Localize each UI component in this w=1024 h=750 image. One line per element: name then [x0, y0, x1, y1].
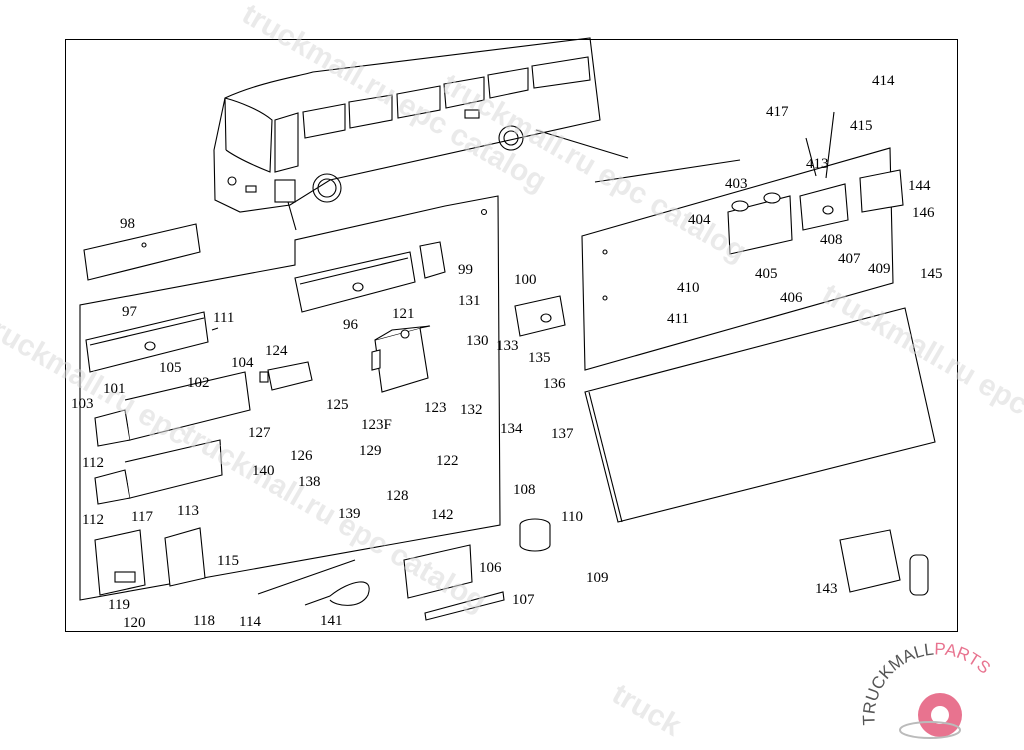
- part-label-washer-120[interactable]: 120: [123, 615, 146, 631]
- part-label-relay-403[interactable]: 403: [725, 176, 748, 192]
- part-label-relay-121[interactable]: 121: [392, 306, 415, 322]
- part-label-washer-132[interactable]: 132: [460, 402, 483, 418]
- part-label-relay-124[interactable]: 124: [265, 343, 288, 359]
- relay-403-shape: [727, 192, 793, 255]
- relay-strip-112-upper-shape: [94, 371, 251, 447]
- part-label-relay-strip-112-upper[interactable]: 112: [82, 455, 104, 471]
- fuse-cover-98-shape: [83, 223, 201, 281]
- part-label-screw-102[interactable]: 102: [187, 375, 210, 391]
- part-label-washer-136[interactable]: 136: [543, 376, 566, 392]
- cable-tie-141-shape: [304, 581, 370, 606]
- bridge-strip-107-shape: [424, 591, 505, 621]
- part-label-relay-117[interactable]: 117: [131, 509, 153, 525]
- part-label-washer-133[interactable]: 133: [496, 338, 519, 354]
- part-label-screw-104[interactable]: 104: [231, 355, 254, 371]
- part-label-screw-135[interactable]: 135: [528, 350, 551, 366]
- buzzer-108-shape: [519, 518, 551, 552]
- part-label-screw-417[interactable]: 417: [766, 104, 789, 120]
- watermark-6: truck: [607, 677, 687, 742]
- part-label-nut-137[interactable]: 137: [551, 426, 574, 442]
- part-label-screw-139[interactable]: 139: [338, 506, 361, 522]
- part-label-screw-145[interactable]: 145: [920, 266, 943, 282]
- part-labels: 98 99 100 96 97 111 121 131 130 133 135 136 137 132 13…: [71, 73, 943, 631]
- bus-illustration: [213, 37, 629, 231]
- part-label-pin-111[interactable]: 111: [213, 310, 234, 326]
- part-label-washer-405[interactable]: 405: [755, 266, 778, 282]
- part-label-washer-119[interactable]: 119: [108, 597, 130, 613]
- part-label-buzzer-108[interactable]: 108: [513, 482, 536, 498]
- part-label-screw-134[interactable]: 134: [500, 421, 523, 437]
- part-label-relay-413[interactable]: 413: [806, 156, 829, 172]
- part-label-nut-140[interactable]: 140: [252, 463, 275, 479]
- cover-plate: [584, 307, 936, 523]
- terminal-block-106-shape: [403, 544, 473, 599]
- relay-99-shape: [419, 241, 446, 279]
- part-label-bracket-130[interactable]: 130: [466, 333, 489, 349]
- part-label-fuse-box-96[interactable]: 96: [343, 317, 359, 333]
- part-label-terminal-block-106[interactable]: 106: [479, 560, 502, 576]
- part-label-screw-409[interactable]: 409: [868, 261, 891, 277]
- part-label-screw-415[interactable]: 415: [850, 118, 873, 134]
- part-label-screw-131[interactable]: 131: [458, 293, 481, 309]
- leader-lines: [211, 111, 835, 595]
- part-label-screw-103[interactable]: 103: [71, 396, 94, 412]
- logo-text-accent: PARTS: [934, 639, 994, 677]
- relay-144-shape: [859, 169, 904, 213]
- part-label-relay-113[interactable]: 113: [177, 503, 199, 519]
- part-label-pin-414[interactable]: 414: [872, 73, 895, 89]
- part-label-relay-100[interactable]: 100: [514, 272, 537, 288]
- part-label-screw-128[interactable]: 128: [386, 488, 409, 504]
- relay-413-shape: [799, 183, 849, 231]
- part-label-screw-118[interactable]: 118: [193, 613, 215, 629]
- part-label-screw-406[interactable]: 406: [780, 290, 803, 306]
- part-label-washer-123[interactable]: 123: [424, 400, 447, 416]
- regulator-143-shape: [839, 529, 929, 596]
- relay-strip-112-lower-shape: [94, 439, 223, 505]
- gear-icon: [899, 693, 962, 739]
- right-mounting-panel: [581, 147, 894, 371]
- part-label-washer-101[interactable]: 101: [103, 381, 126, 397]
- part-label-washer-115[interactable]: 115: [217, 553, 239, 569]
- part-label-screw-126[interactable]: 126: [290, 448, 313, 464]
- part-label-washer-146[interactable]: 146: [912, 205, 935, 221]
- part-label-washer-127[interactable]: 127: [248, 425, 271, 441]
- part-label-clip-404[interactable]: 404: [688, 212, 711, 228]
- truckmallparts-logo: TRUCKMALLPARTS: [859, 639, 994, 739]
- part-label-washer-110[interactable]: 110: [561, 509, 583, 525]
- part-label-relay-144[interactable]: 144: [908, 178, 931, 194]
- relay-121-shape: [371, 325, 431, 393]
- part-label-clip-142[interactable]: 142: [431, 507, 454, 523]
- part-label-screw-114[interactable]: 114: [239, 614, 261, 630]
- part-label-relay-99[interactable]: 99: [458, 262, 473, 278]
- part-label-washer-129[interactable]: 129: [359, 443, 382, 459]
- relay-117-shape: [94, 529, 146, 596]
- part-label-sensor-125[interactable]: 125: [326, 397, 349, 413]
- part-label-cable-tie-141[interactable]: 141: [320, 613, 343, 629]
- part-label-washer-105[interactable]: 105: [159, 360, 182, 376]
- fuse-box-96-shape: [294, 251, 416, 313]
- part-label-screw-410[interactable]: 410: [677, 280, 700, 296]
- part-label-screw-411[interactable]: 411: [667, 311, 689, 327]
- part-label-fuse-box-97[interactable]: 97: [122, 304, 138, 320]
- left-mounting-panel: [79, 195, 501, 601]
- relay-124-shape: [259, 361, 313, 391]
- part-label-clip-138[interactable]: 138: [298, 474, 321, 490]
- part-label-relay-strip-112-lower[interactable]: 112: [82, 512, 104, 528]
- diagram-frame: [65, 39, 958, 632]
- part-label-screw-109[interactable]: 109: [586, 570, 609, 586]
- part-label-screw-122[interactable]: 122: [436, 453, 459, 469]
- part-label-regulator-143[interactable]: 143: [815, 581, 838, 597]
- part-label-fuse-cover-98[interactable]: 98: [120, 216, 135, 232]
- fuse-box-97-shape: [85, 311, 209, 373]
- part-label-washer-408[interactable]: 408: [820, 232, 843, 248]
- relay-100-shape: [514, 295, 566, 337]
- part-label-washer-407[interactable]: 407: [838, 251, 861, 267]
- part-label-washer-123f[interactable]: 123F: [361, 417, 392, 433]
- part-label-bridge-strip-107[interactable]: 107: [512, 592, 535, 608]
- relay-113-shape: [164, 527, 206, 587]
